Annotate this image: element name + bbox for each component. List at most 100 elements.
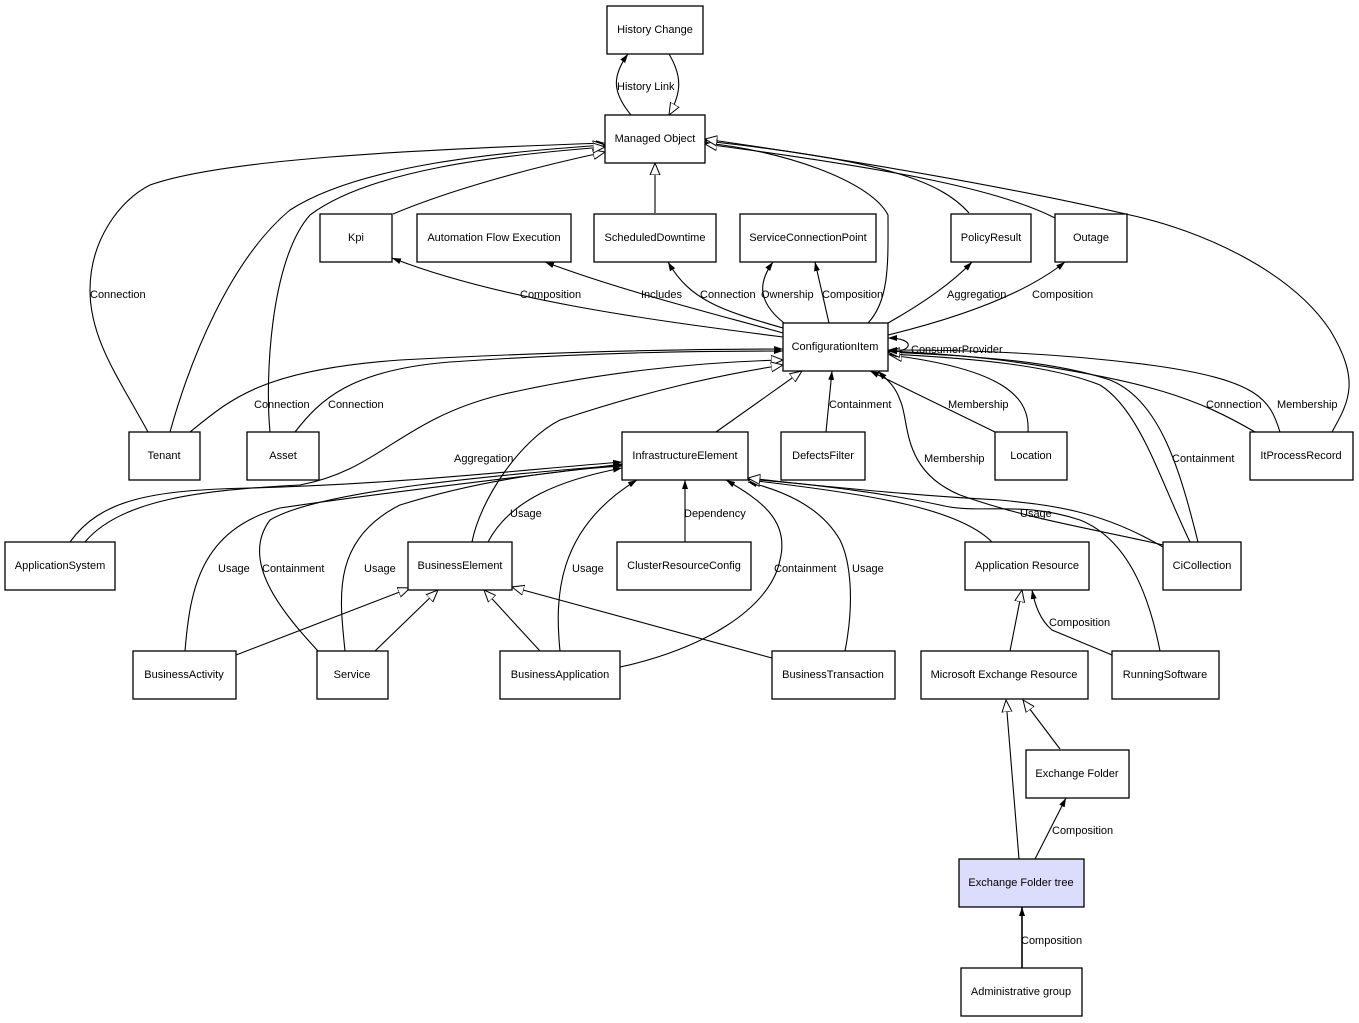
edge-label: ConsumerProvider xyxy=(911,344,1003,356)
node-defects-filter[interactable]: DefectsFilter xyxy=(780,431,866,481)
node-label: BusinessApplication xyxy=(511,669,609,681)
edge-exchange-folder-tree-composition-exchange-folder xyxy=(1034,797,1067,860)
node-business-transaction[interactable]: BusinessTransaction xyxy=(771,650,896,700)
edge-label: Containment xyxy=(774,563,836,575)
node-it-process-record[interactable]: ItProcessRecord xyxy=(1249,431,1354,481)
node-exchange-folder-tree[interactable]: Exchange Folder tree xyxy=(958,858,1085,908)
edge-ci-inherits-managed-object xyxy=(705,143,889,324)
edge-label: Usage xyxy=(364,563,396,575)
edge-ci-includes-automation-flow xyxy=(544,261,784,334)
edge-running-software-inherits-infra xyxy=(748,478,1161,652)
node-label: Kpi xyxy=(348,232,364,244)
edge-infra-inherits-ci xyxy=(715,371,802,433)
edge-ci-collection-membership-ci xyxy=(877,370,1164,546)
edge-history-link xyxy=(615,53,632,116)
node-kpi[interactable]: Kpi xyxy=(319,213,393,263)
node-label: Asset xyxy=(269,450,297,462)
edge-defects-filter-containment-ci xyxy=(825,370,835,433)
node-tenant[interactable]: Tenant xyxy=(128,431,201,481)
edge-label: Connection xyxy=(700,289,756,301)
edge-label: Composition xyxy=(1052,825,1113,837)
edge-ci-composition-outage xyxy=(887,261,1066,336)
node-label: PolicyResult xyxy=(961,232,1022,244)
node-asset[interactable]: Asset xyxy=(246,431,320,481)
edge-application-resource-inherits-infra xyxy=(748,480,993,543)
node-administrative-group[interactable]: Administrative group xyxy=(960,967,1083,1017)
edge-label: Composition xyxy=(1021,935,1082,947)
node-configuration-item[interactable]: ConfigurationItem xyxy=(782,322,889,372)
node-application-system[interactable]: ApplicationSystem xyxy=(4,541,116,591)
node-label: BusinessActivity xyxy=(144,669,224,681)
edge-label: Ownership xyxy=(761,289,814,301)
node-microsoft-exchange-resource[interactable]: Microsoft Exchange Resource xyxy=(920,650,1089,700)
node-infrastructure-element[interactable]: InfrastructureElement xyxy=(621,431,749,481)
edge-label: Membership xyxy=(948,399,1009,411)
node-service[interactable]: Service xyxy=(316,650,389,700)
node-label: Exchange Folder tree xyxy=(968,877,1073,889)
node-label: ItProcessRecord xyxy=(1260,450,1341,462)
edge-application-system-inherits-ci xyxy=(84,360,783,543)
edges-layer xyxy=(69,53,1350,968)
node-label: Application Resource xyxy=(975,560,1079,572)
node-label: Exchange Folder xyxy=(1035,768,1118,780)
node-ci-collection[interactable]: CiCollection xyxy=(1162,541,1242,591)
edge-ci-aggregation-policy-result xyxy=(887,261,973,324)
node-label: Location xyxy=(1010,450,1052,462)
edge-label: Connection xyxy=(254,399,310,411)
edge-label: Connection xyxy=(1206,399,1262,411)
node-policy-result[interactable]: PolicyResult xyxy=(950,213,1032,263)
node-outage[interactable]: Outage xyxy=(1054,213,1128,263)
edge-it-process-record-membership-ci xyxy=(887,347,1281,433)
edge-ci-composition-kpi xyxy=(391,257,784,338)
node-label: Automation Flow Execution xyxy=(427,232,560,244)
edge-label: Containment xyxy=(262,563,324,575)
edge-business-element-inherits-ci xyxy=(471,365,783,543)
edge-business-transaction-usage-infra xyxy=(747,481,851,652)
edge-label: Usage xyxy=(218,563,250,575)
edge-ms-exchange-inherits-application-resource xyxy=(1009,590,1022,652)
edge-location-inherits-ci xyxy=(890,355,1029,433)
node-application-resource[interactable]: Application Resource xyxy=(964,541,1090,591)
node-business-application[interactable]: BusinessApplication xyxy=(499,650,621,700)
edge-asset-inherits-managed-object xyxy=(267,147,605,433)
edge-label: Composition xyxy=(1049,617,1110,629)
node-label: ConfigurationItem xyxy=(792,341,879,353)
node-label: ServiceConnectionPoint xyxy=(749,232,866,244)
edge-service-containment-infra xyxy=(259,462,623,652)
edge-label: Containment xyxy=(829,399,891,411)
edge-label: Usage xyxy=(572,563,604,575)
node-label: DefectsFilter xyxy=(792,450,854,462)
node-label: ScheduledDowntime xyxy=(605,232,706,244)
node-history-change[interactable]: History Change xyxy=(606,5,704,55)
node-service-connection-point[interactable]: ServiceConnectionPoint xyxy=(739,213,877,263)
node-scheduled-downtime[interactable]: ScheduledDowntime xyxy=(593,213,717,263)
node-managed-object[interactable]: Managed Object xyxy=(604,114,706,164)
edge-label: Containment xyxy=(1172,453,1234,465)
edge-label: Connection xyxy=(90,289,146,301)
edge-business-activity-inherits-business-element xyxy=(235,588,410,656)
edge-business-application-usage-infra xyxy=(557,479,638,652)
node-business-element[interactable]: BusinessElement xyxy=(407,541,513,591)
node-automation-flow-execution[interactable]: Automation Flow Execution xyxy=(416,213,572,263)
edge-application-system-aggregation-infra xyxy=(69,459,623,543)
node-label: Tenant xyxy=(147,450,180,462)
edge-label: Aggregation xyxy=(454,453,513,465)
node-location[interactable]: Location xyxy=(994,431,1068,481)
edge-label: Membership xyxy=(924,453,985,465)
node-label: Microsoft Exchange Resource xyxy=(931,669,1078,681)
edge-ci-ownership-scp xyxy=(762,261,785,324)
node-label: Outage xyxy=(1073,232,1109,244)
edge-location-membership-ci xyxy=(869,370,996,433)
edge-labels-layer: History Link Connection Composition Incl… xyxy=(90,81,1338,947)
node-business-activity[interactable]: BusinessActivity xyxy=(132,650,237,700)
node-cluster-resource-config[interactable]: ClusterResourceConfig xyxy=(616,541,752,591)
node-label: CiCollection xyxy=(1173,560,1232,572)
edge-label: Usage xyxy=(852,563,884,575)
edge-label: Dependency xyxy=(684,508,746,520)
edge-asset-connection-ci xyxy=(294,348,784,433)
node-running-software[interactable]: RunningSoftware xyxy=(1111,650,1220,700)
node-exchange-folder[interactable]: Exchange Folder xyxy=(1025,749,1130,799)
edge-policy-result-inherits-managed-object xyxy=(705,141,970,214)
edge-service-inherits-business-element xyxy=(374,590,438,652)
